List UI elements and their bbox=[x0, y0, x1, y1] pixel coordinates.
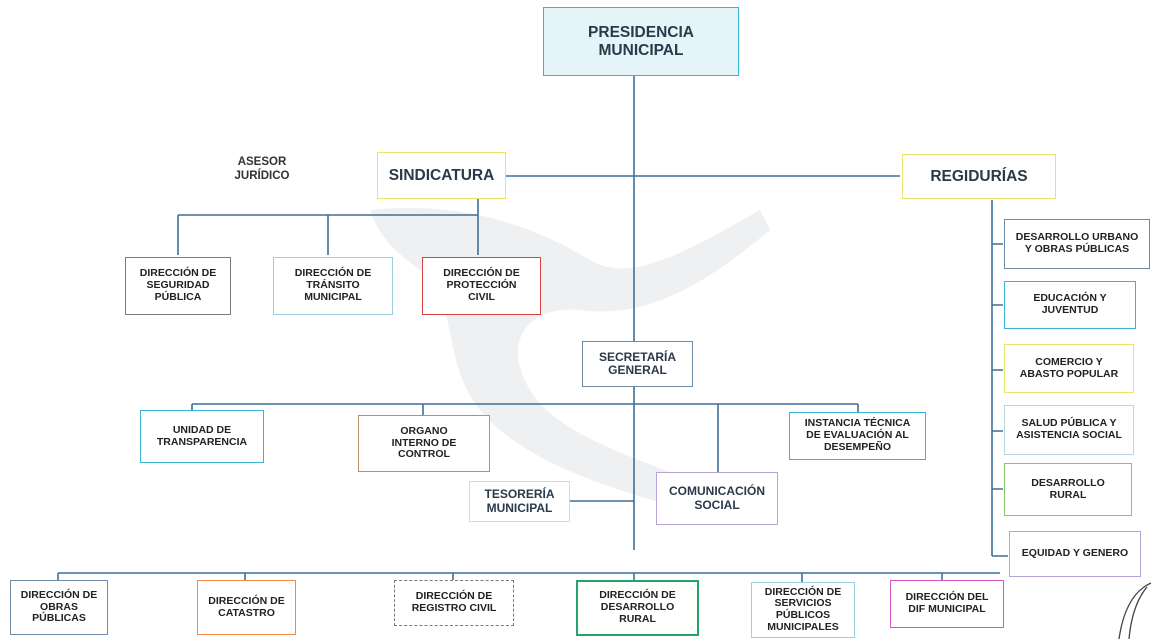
organo-interno-control-box: ORGANO INTERNO DE CONTROL bbox=[358, 415, 490, 472]
direccion-seguridad-publica-box: DIRECCIÓN DE SEGURIDAD PÚBLICA bbox=[125, 257, 231, 315]
direccion-transito-municipal-box: DIRECCIÓN DE TRÁNSITO MUNICIPAL bbox=[273, 257, 393, 315]
comision-educacion-juventud-box: EDUCACIÓN Y JUVENTUD bbox=[1004, 281, 1136, 329]
secretaria-general-box: SECRETARÍA GENERAL bbox=[582, 341, 693, 387]
comision-salud-publica-box: SALUD PÚBLICA Y ASISTENCIA SOCIAL bbox=[1004, 405, 1134, 455]
comunicacion-social-box: COMUNICACIÓN SOCIAL bbox=[656, 472, 778, 525]
unidad-transparencia-box: UNIDAD DE TRANSPARENCIA bbox=[140, 410, 264, 463]
comision-desarrollo-rural-box: DESARROLLO RURAL bbox=[1004, 463, 1132, 516]
signature-scribble bbox=[1118, 582, 1152, 640]
direccion-dif-municipal-box: DIRECCIÓN DEL DIF MUNICIPAL bbox=[890, 580, 1004, 628]
direccion-proteccion-civil-box: DIRECCIÓN DE PROTECCIÓN CIVIL bbox=[422, 257, 541, 315]
sindicatura-box: SINDICATURA bbox=[377, 152, 506, 199]
asesor-juridico-label: ASESOR JURÍDICO bbox=[234, 156, 290, 182]
regidurias-box: REGIDURÍAS bbox=[902, 154, 1056, 199]
comision-desarrollo-urbano-box: DESARROLLO URBANO Y OBRAS PÚBLICAS bbox=[1004, 219, 1150, 269]
presidencia-municipal-box: PRESIDENCIA MUNICIPAL bbox=[543, 7, 739, 76]
direccion-servicios-publicos-box: DIRECCIÓN DE SERVICIOS PÚBLICOS MUNICIPA… bbox=[751, 582, 855, 638]
tesoreria-municipal-box: TESORERÍA MUNICIPAL bbox=[469, 481, 570, 522]
direccion-desarrollo-rural-box: DIRECCIÓN DE DESARROLLO RURAL bbox=[576, 580, 699, 636]
instancia-tecnica-evaluacion-box: INSTANCIA TÉCNICA DE EVALUACIÓN AL DESEM… bbox=[789, 412, 926, 460]
comision-equidad-genero-box: EQUIDAD Y GENERO bbox=[1009, 531, 1141, 577]
direccion-obras-publicas-box: DIRECCIÓN DE OBRAS PÚBLICAS bbox=[10, 580, 108, 635]
direccion-catastro-box: DIRECCIÓN DE CATASTRO bbox=[197, 580, 296, 635]
direccion-registro-civil-box: DIRECCIÓN DE REGISTRO CIVIL bbox=[394, 580, 514, 626]
comision-comercio-abasto-box: COMERCIO Y ABASTO POPULAR bbox=[1004, 344, 1134, 393]
